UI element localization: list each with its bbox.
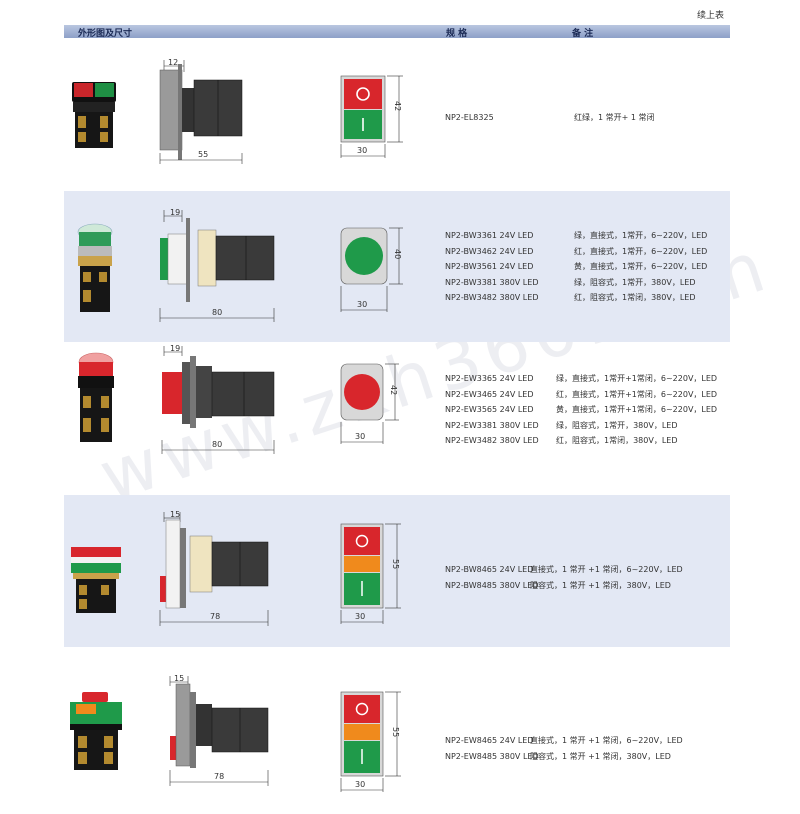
spec-item: NP2-EW3465 24V LED <box>445 389 534 399</box>
header-notes: 备 注 <box>572 29 594 39</box>
side-view-drawing: 19 80 <box>161 344 275 454</box>
side-view-drawing: 12 55 <box>159 58 243 164</box>
dim-height: 42 <box>389 385 398 395</box>
spec-list: NP2-EW3365 24V LED NP2-EW3465 24V LED NP… <box>445 371 539 449</box>
spec-item: NP2-BW8465 24V LED <box>445 565 534 574</box>
note-list: 绿，直接式，1常开，6~220V，LED 红，直接式，1常开，6~220V，LE… <box>574 228 707 306</box>
side-view-drawing: 19 80 <box>159 208 275 322</box>
note-item: 阻容式，1 常开 +1 常闭，380V，LED <box>530 580 671 590</box>
front-view-drawing: 40 30 <box>340 227 403 312</box>
spec-item: NP2-EW8465 24V LED <box>445 736 534 745</box>
dim-width: 30 <box>357 300 367 309</box>
dim-bezel: 12 <box>168 58 178 67</box>
note-item: 直接式，1 常开 +1 常闭，6~220V，LED <box>530 565 683 574</box>
table-header: 外形图及尺寸 规 格 备 注 <box>64 25 730 39</box>
dim-length: 80 <box>212 308 222 317</box>
product-photo-dual-button-lamp <box>70 692 122 770</box>
note-item: 红，阻容式，1常闭，380V，LED <box>574 293 696 302</box>
dim-height: 40 <box>393 249 402 259</box>
spec-item: NP2-EL8325 <box>445 113 494 122</box>
front-view-drawing: 55 30 <box>340 691 401 792</box>
note-item: 红，阻容式，1常闭，380V，LED <box>556 436 678 445</box>
note-list: 直接式，1 常开 +1 常闭，6~220V，LED 阻容式，1 常开 +1 常闭… <box>530 562 683 593</box>
spec-item: NP2-EW8485 380V LED <box>445 751 539 761</box>
dim-width: 30 <box>357 146 367 155</box>
dim-height: 55 <box>391 727 400 737</box>
spec-item: NP2-EW3381 380V LED <box>445 420 539 430</box>
front-view-drawing: 55 30 <box>340 523 401 624</box>
note-item: 阻容式，1 常开 +1 常闭，380V，LED <box>530 751 671 761</box>
spec-item: NP2-EW3365 24V LED <box>445 374 534 383</box>
note-item: 绿，阻容式，1常开，380V，LED <box>556 420 678 430</box>
front-view-drawing: 42 30 <box>340 75 403 158</box>
dim-height: 42 <box>393 101 402 111</box>
note-item: 红绿，1 常开+ 1 常闭 <box>574 113 655 122</box>
front-view-drawing: 42 30 <box>340 363 399 444</box>
spec-item: NP2-EW3482 380V LED <box>445 436 539 445</box>
dim-bezel: 19 <box>170 208 180 217</box>
spec-item: NP2-BW3381 380V LED <box>445 277 539 287</box>
product-photo-dual-button <box>72 82 116 148</box>
spec-item: NP2-EW3565 24V LED <box>445 405 534 414</box>
spec-item: NP2-BW8485 380V LED <box>445 580 539 590</box>
product-photo-red-lamp <box>78 352 114 442</box>
dim-length: 78 <box>210 612 220 621</box>
note-item: 黄，直接式，1常开+1常闭，6~220V，LED <box>556 405 718 414</box>
spec-item: NP2-BW3482 380V LED <box>445 293 539 302</box>
product-photo-green-lamp <box>77 223 113 312</box>
spec-list: NP2-BW8465 24V LED NP2-BW8485 380V LED <box>445 562 538 593</box>
dim-width: 30 <box>355 780 365 789</box>
note-list: 直接式，1 常开 +1 常闭，6~220V，LED 阻容式，1 常开 +1 常闭… <box>530 733 683 764</box>
product-photo-dual-lamp <box>71 547 121 613</box>
dim-width: 30 <box>355 612 365 621</box>
dim-length: 80 <box>212 440 222 449</box>
spec-item: NP2-BW3361 24V LED <box>445 231 534 240</box>
note-list: 绿，直接式，1常开+1常闭，6~220V，LED 红，直接式，1常开+1常闭，6… <box>556 371 717 449</box>
note-item: 绿，直接式，1常开，6~220V，LED <box>574 231 708 240</box>
side-view-drawing: 15 78 <box>159 510 269 626</box>
header-shape-dimensions: 外形图及尺寸 <box>78 29 133 39</box>
dim-height: 55 <box>391 559 400 569</box>
dim-length: 55 <box>198 150 208 159</box>
dim-width: 30 <box>355 432 365 441</box>
side-view-drawing: 15 78 <box>169 674 269 786</box>
spec-list: NP2-BW3361 24V LED NP2-BW3462 24V LED NP… <box>445 228 538 306</box>
dim-bezel: 19 <box>170 344 180 353</box>
note-item: 绿，直接式，1常开+1常闭，6~220V，LED <box>556 374 718 383</box>
note-item: 红，直接式，1常开，6~220V，LED <box>574 246 708 256</box>
spec-list: NP2-EL8325 <box>445 110 494 126</box>
note-list: 红绿，1 常开+ 1 常闭 <box>574 110 655 126</box>
spec-item: NP2-BW3561 24V LED <box>445 262 534 271</box>
header-spec: 规 格 <box>446 29 468 39</box>
note-item: 黄，直接式，1常开，6~220V，LED <box>574 262 708 271</box>
continued-label: 续上表 <box>696 11 724 21</box>
note-item: 直接式，1 常开 +1 常闭，6~220V，LED <box>530 736 683 745</box>
dim-bezel: 15 <box>170 510 180 519</box>
dim-length: 78 <box>214 772 224 781</box>
note-item: 红，直接式，1常开+1常闭，6~220V，LED <box>556 389 718 399</box>
spec-item: NP2-BW3462 24V LED <box>445 246 534 256</box>
dim-bezel: 15 <box>174 674 184 683</box>
spec-list: NP2-EW8465 24V LED NP2-EW8485 380V LED <box>445 733 539 764</box>
note-item: 绿，阻容式，1常开，380V，LED <box>574 277 696 287</box>
